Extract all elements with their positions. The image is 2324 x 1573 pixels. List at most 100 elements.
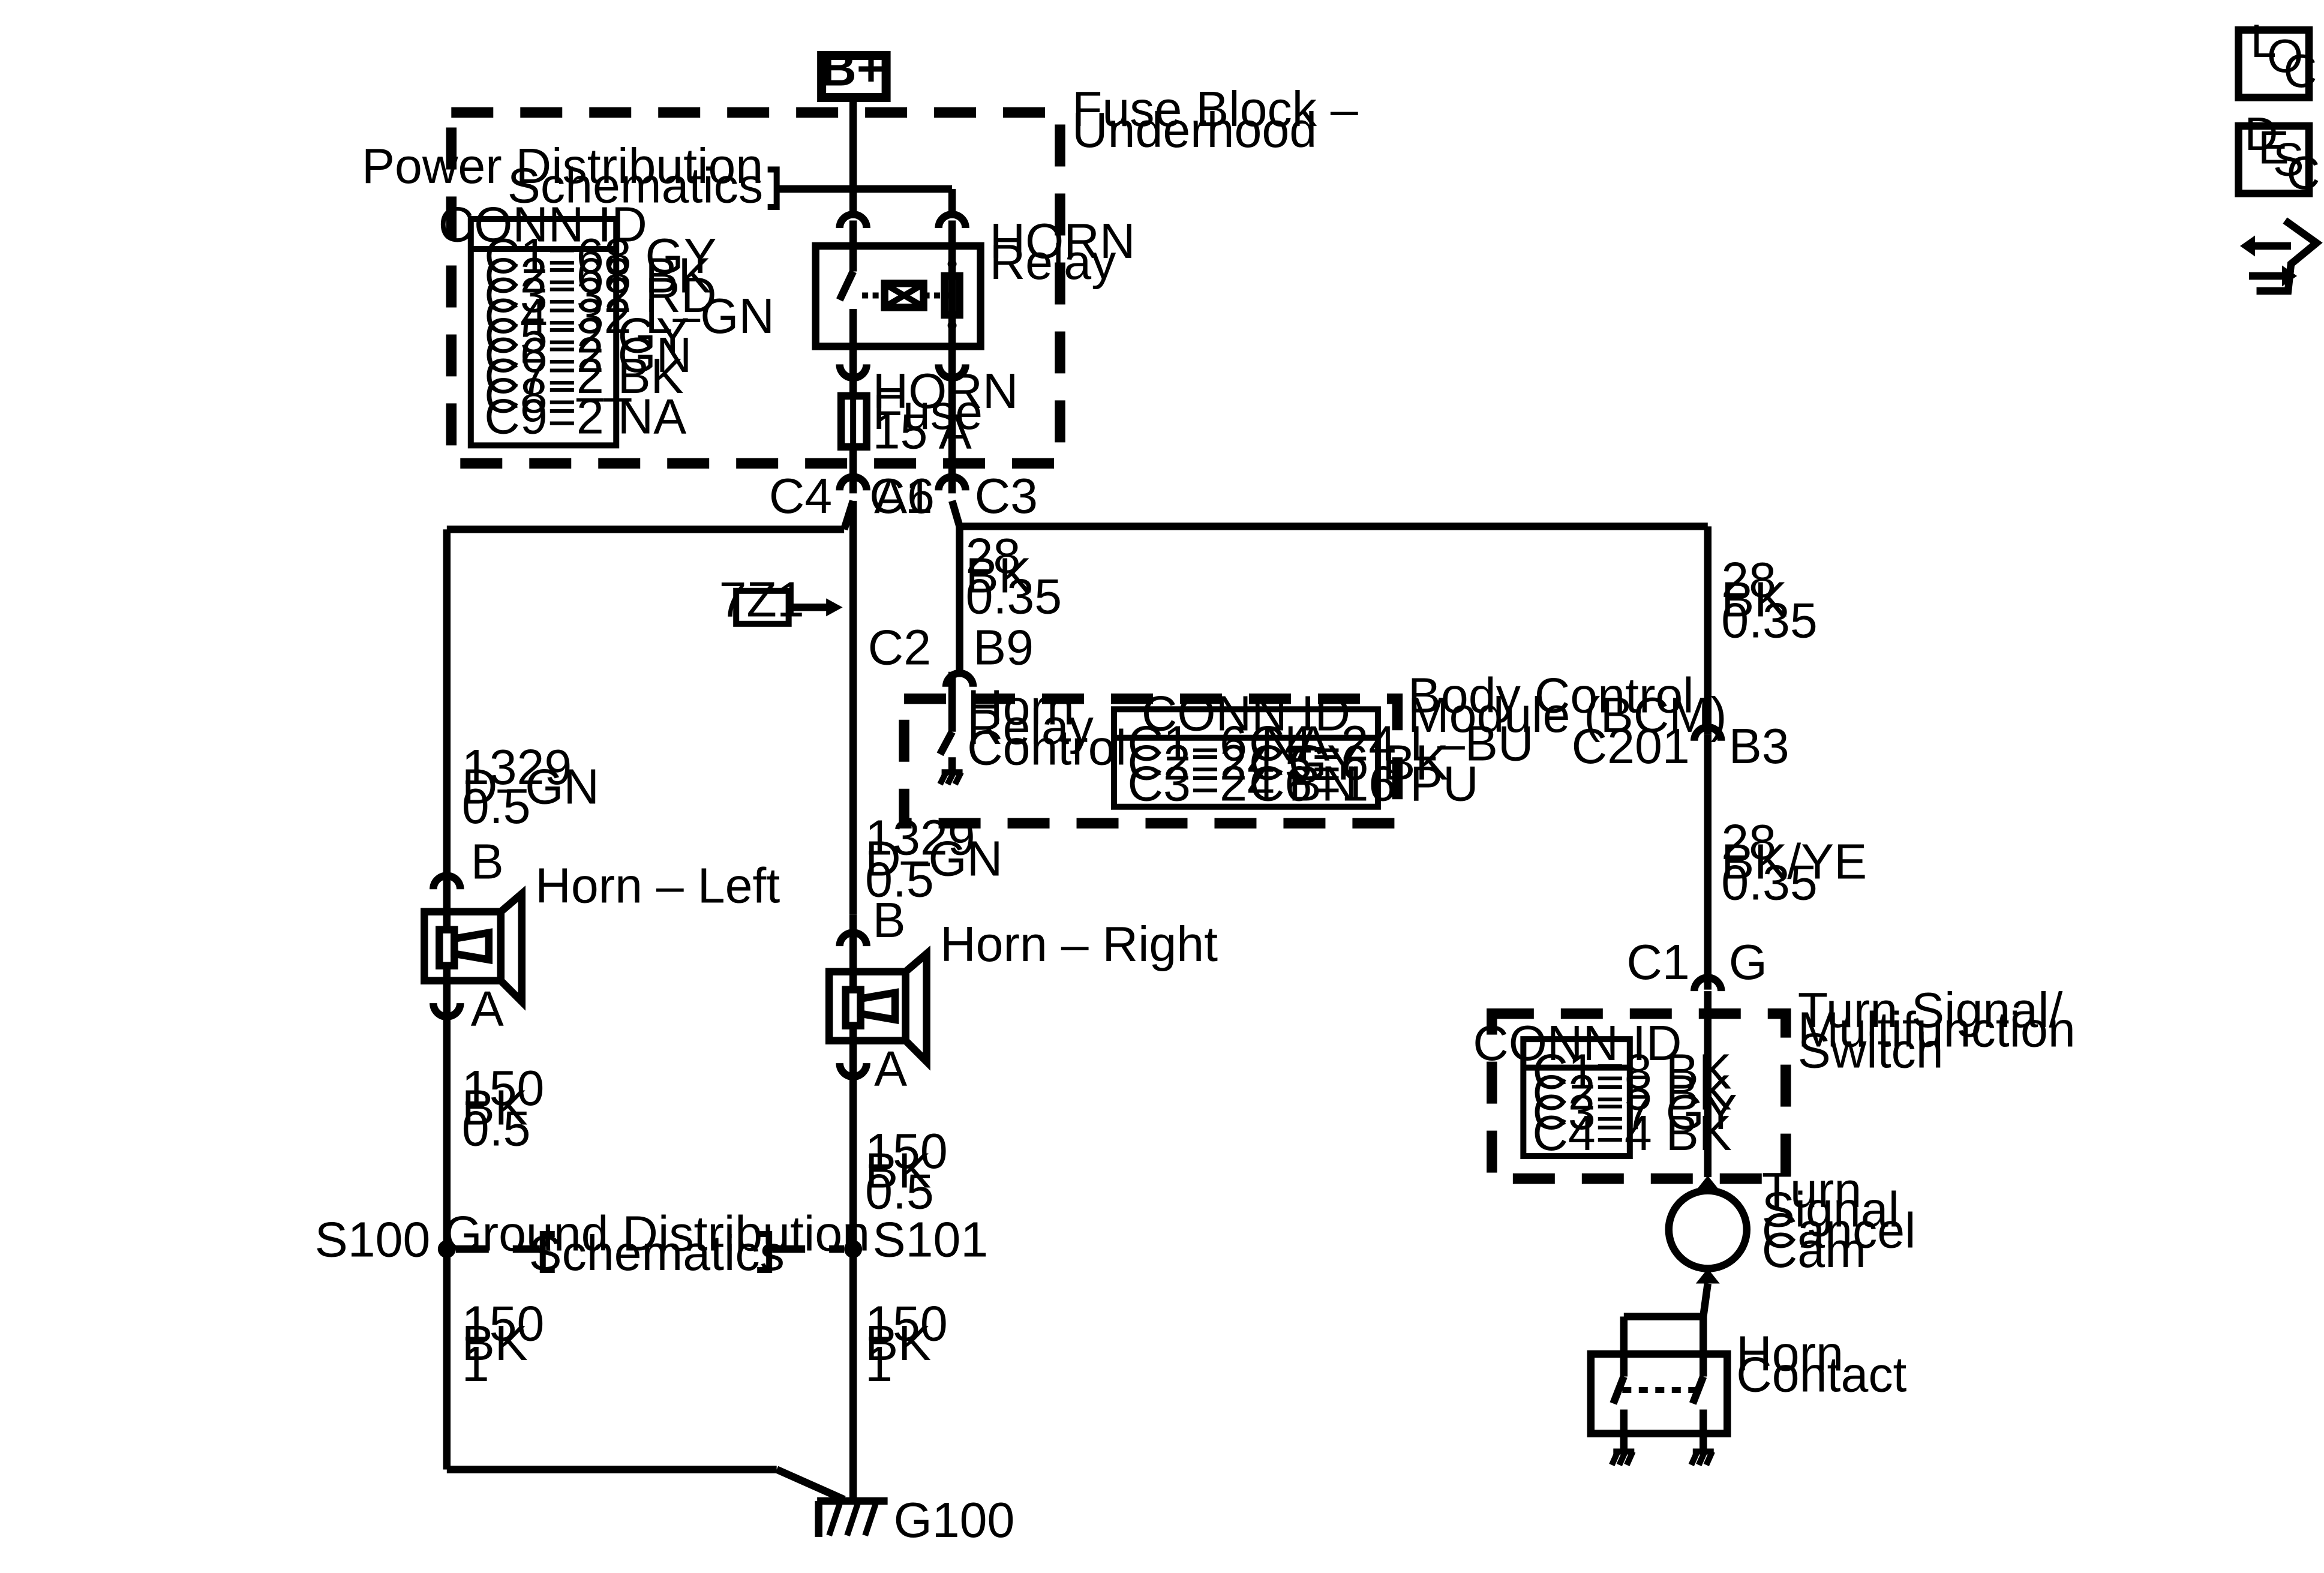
connector-label: C201 xyxy=(1572,719,1690,774)
wire-size: 0.5 xyxy=(865,852,934,908)
horn-fuse-label-line1: HORN xyxy=(873,364,1019,419)
bcm-conn-id-table: CONN ID C1=6 NA C2=24 GY C3=24 BN C4=24 … xyxy=(1111,686,1534,812)
horn-left-icon xyxy=(421,885,526,1011)
relay-resistor-icon xyxy=(941,272,963,319)
fuse-block-conn-row: C4=32 L–GN xyxy=(484,289,774,344)
horn-left-label: Horn – Left xyxy=(535,858,780,914)
horn-right-label: Horn – Right xyxy=(940,917,1218,972)
horn-relay xyxy=(812,242,984,350)
turn-signal-conn-header: CONN ID xyxy=(1473,1016,1682,1071)
fuse-block-conn-row: C6=2 GN xyxy=(484,328,692,383)
fuse-block-conn-header: CONN ID xyxy=(439,197,647,252)
horn-right-icon xyxy=(825,945,930,1071)
connector-label: C1 xyxy=(869,469,932,524)
ref-arrow-icon xyxy=(826,598,843,617)
wire-color: BK xyxy=(1721,572,1787,627)
horn-left-pin-b: B xyxy=(471,834,504,890)
bcm-title-line2: Module (BCM) xyxy=(1408,688,1727,743)
wire-circuit: 28 xyxy=(1721,553,1776,608)
fuse-block-title-line1: Fuse Block – xyxy=(1072,82,1358,137)
bcm-switch-label-line2: Relay xyxy=(967,700,1094,755)
wire-size: 1 xyxy=(462,1337,490,1392)
wire-circuit: 28 xyxy=(1721,815,1776,870)
fuse-block-conn-row: C5=2 GY xyxy=(484,308,689,363)
fuse-block-conn-row: C8=–– xyxy=(484,368,631,423)
horn-fuse-label-line3: 15 A xyxy=(873,404,972,459)
bcm-outline xyxy=(899,694,1403,828)
ground-g100-icon xyxy=(815,1497,888,1537)
fuse-block-conn-row: C9=2 NA xyxy=(484,389,686,444)
turn-signal-title-line3: Switch xyxy=(1798,1023,1944,1079)
splice-s100-label: S100 xyxy=(315,1212,431,1268)
wire-color: BK xyxy=(865,1316,931,1371)
bcm-conn-row: C2=24 GY xyxy=(1128,736,1360,791)
wire-color: D–GN xyxy=(865,831,1002,887)
turn-signal-conn-id-table: CONN ID C1=8 BK C2=5 BK C3=7 GY C4=4 BK xyxy=(1473,1016,1737,1161)
wire-color: BK xyxy=(865,1143,931,1199)
wire-size: 0.35 xyxy=(1721,593,1818,648)
ground-distribution-label-line1[interactable]: Ground Distribution xyxy=(443,1206,870,1262)
splice-s100-dot xyxy=(437,1240,456,1259)
fuse-block-title-line2: Underhood xyxy=(1072,103,1317,158)
pin-label: A6 xyxy=(874,469,935,524)
fuse-block-conn-id-table: CONN ID C1=68 GY C2=68 BK C3=32 RD C4=32… xyxy=(439,197,774,449)
ref-box-label: 7Z1 xyxy=(719,572,804,627)
ground-distribution-label-line2[interactable]: Schematics xyxy=(529,1226,785,1281)
pin-label: B3 xyxy=(1729,719,1789,774)
relay-terminal-connector xyxy=(836,211,870,229)
fuse-block-outline xyxy=(446,107,1065,469)
cancel-cam-label-line2: Signal xyxy=(1762,1182,1899,1238)
turn-signal-title-line2: Multifunction xyxy=(1798,1002,2076,1058)
horn-contact-label-line2: Contact xyxy=(1736,1347,1906,1402)
horn-contact-ground-icon xyxy=(1609,1448,1715,1466)
fuse-block-conn-row: C1=68 GY xyxy=(484,229,716,284)
bcm-conn-row: C4=24 L–BU xyxy=(1249,716,1534,771)
wire-size: 0.5 xyxy=(865,1164,934,1220)
loc-letter: L xyxy=(2251,16,2277,67)
ground-distribution-bracket-left xyxy=(539,1231,555,1274)
connector-end-view-icon[interactable] xyxy=(2240,217,2323,295)
horn-relay-label-line2: Relay xyxy=(990,235,1117,290)
wire-color: D–GN xyxy=(462,760,599,815)
turn-signal-switch-outline xyxy=(1487,1008,1791,1184)
connector-label: C2 xyxy=(868,620,931,675)
horn-contact-label-line1: Horn xyxy=(1736,1326,1843,1381)
switch-connector-c1-g xyxy=(1691,974,1725,992)
horn-left-connector-b xyxy=(430,872,464,890)
wire-circuit: 150 xyxy=(865,1124,948,1179)
bcm-switch-label-line1: Horn xyxy=(967,680,1074,735)
battery-positive-label: B+ xyxy=(821,41,885,97)
wire-size: 0.35 xyxy=(1721,855,1818,911)
bcm-conn-row: C6=16 PU xyxy=(1249,757,1479,812)
bcm-conn-row: C3=24 BN xyxy=(1128,757,1358,812)
cancel-cam-label-line1: Turn xyxy=(1762,1163,1862,1218)
wire-color: BK xyxy=(966,548,1032,603)
power-distribution-label-line2[interactable]: Schematics xyxy=(508,158,763,214)
bcm-conn-header: CONN ID xyxy=(1142,686,1350,741)
fuse-block-conn-row: C3=32 RD xyxy=(484,268,716,323)
horn-fuse-label-line2: Fuse xyxy=(873,385,983,440)
horn-relay-control-switch-icon xyxy=(936,730,956,757)
wire-size: 1 xyxy=(865,1337,893,1392)
wire-circuit: 1329 xyxy=(462,740,572,795)
loc-letter: C xyxy=(2284,46,2317,97)
loc-button[interactable]: L O C xyxy=(2235,16,2317,101)
wire-circuit: 28 xyxy=(966,529,1021,584)
wire-circuit: 150 xyxy=(462,1296,545,1352)
desc-button[interactable]: D E S C xyxy=(2235,109,2320,199)
power-splice-dot xyxy=(848,184,858,194)
pin-label: G xyxy=(1729,935,1767,990)
wire-color: BK xyxy=(462,1080,528,1136)
ground-label: G100 xyxy=(894,1493,1015,1548)
loc-letter: O xyxy=(2267,31,2303,82)
connector-label: C1 xyxy=(1626,935,1689,990)
bcm-connector-c2-b9 xyxy=(942,670,977,688)
wire-circuit: 150 xyxy=(462,1061,545,1116)
wire-color: BK/YE xyxy=(1721,834,1867,890)
turn-signal-conn-row: C2=5 BK xyxy=(1532,1065,1731,1121)
turn-signal-conn-row: C4=4 BK xyxy=(1532,1106,1731,1161)
power-distribution-label-line1[interactable]: Power Distribution xyxy=(362,139,763,194)
horn-contact-icon xyxy=(1587,1350,1731,1437)
